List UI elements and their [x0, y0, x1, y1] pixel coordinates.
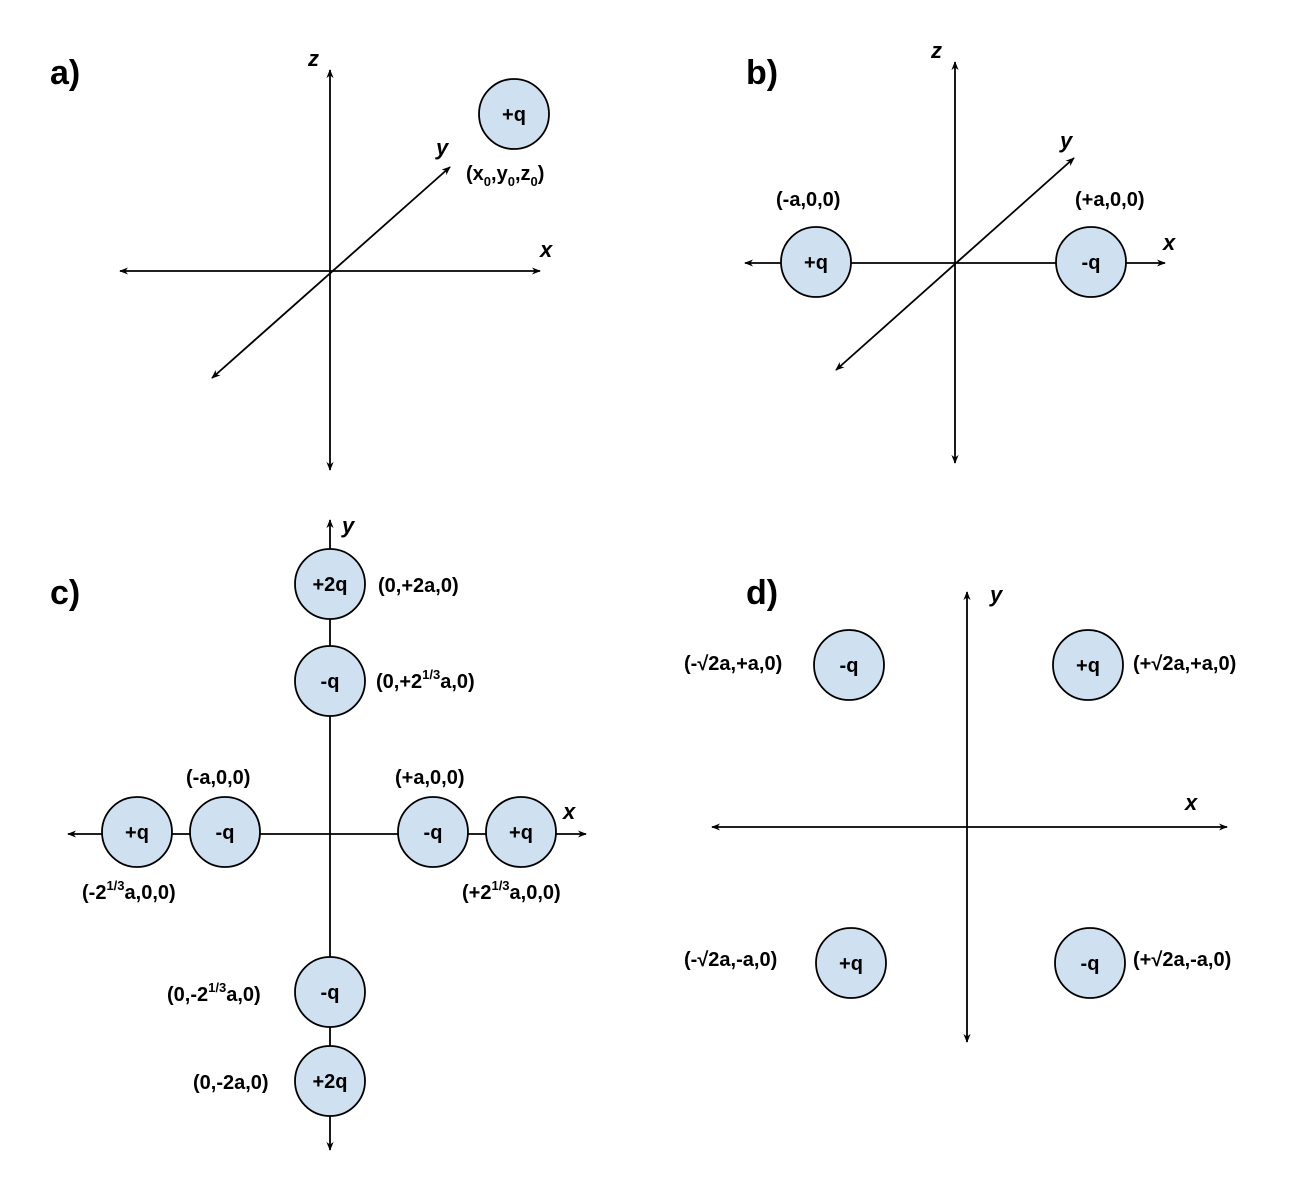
- charge: -q: [189, 796, 261, 868]
- charge: -q: [1055, 226, 1127, 298]
- charge-coordinate: (-21/3a,0,0): [82, 878, 176, 904]
- panel-c-label: c): [50, 574, 80, 612]
- panel-c: c) y x +2q (0,+2a,0) -q (0,+21/3a,0) +q …: [50, 513, 587, 1151]
- charge: +q: [780, 226, 852, 298]
- charge: +q: [101, 796, 173, 868]
- charge-label: +2q: [312, 1071, 347, 1093]
- charge-circle: [813, 629, 885, 701]
- panel-a: a) z y x +q (x0,y0,z0): [50, 46, 553, 471]
- charge-circle: [101, 796, 173, 868]
- charge-circle: [815, 927, 887, 999]
- charge-circle: [294, 1045, 366, 1117]
- charge-circle: [1054, 927, 1126, 999]
- charge-coordinate: (+a,0,0): [395, 767, 464, 789]
- charge-circle: [1055, 226, 1127, 298]
- charge-label: +q: [804, 252, 828, 274]
- charge-label: +q: [502, 104, 526, 126]
- charge-label: -q: [1081, 953, 1100, 975]
- panel-d-label: d): [746, 574, 778, 612]
- charge: +q: [485, 796, 557, 868]
- charge-circle: [478, 78, 550, 150]
- charge-coordinate: (+√2a,+a,0): [1133, 653, 1236, 675]
- charge-coordinate: (0,-2a,0): [193, 1072, 269, 1094]
- charge: +2q: [294, 1045, 366, 1117]
- charge-coordinate: (-a,0,0): [776, 189, 840, 211]
- charge-label: +q: [125, 822, 149, 844]
- z-axis-label: z: [307, 46, 319, 71]
- charge-label: -q: [321, 671, 340, 693]
- charge-coordinate: (+√2a,-a,0): [1133, 949, 1231, 971]
- charge-circle: [294, 548, 366, 620]
- charge: +q: [478, 78, 550, 150]
- panel-b-label: b): [746, 54, 778, 92]
- charge-coordinate: (0,+2a,0): [378, 575, 459, 597]
- charge-circle: [485, 796, 557, 868]
- charge-circle: [780, 226, 852, 298]
- x-axis-label: x: [562, 799, 576, 824]
- charge-label: +q: [509, 822, 533, 844]
- y-axis: [835, 157, 1075, 371]
- charge-coordinate: (-√2a,+a,0): [684, 653, 782, 675]
- z-axis-label: z: [930, 38, 942, 63]
- charge-coordinate: (+21/3a,0,0): [462, 878, 561, 904]
- charge-circle: [294, 645, 366, 717]
- charge: -q: [397, 796, 469, 868]
- charge-coordinate: (+a,0,0): [1075, 189, 1144, 211]
- panel-d: d) y x -q (-√2a,+a,0) +q (+√2a,+a,0) +q …: [684, 574, 1236, 1043]
- charge: -q: [813, 629, 885, 701]
- y-axis-label: y: [1059, 128, 1074, 153]
- charge: -q: [1054, 927, 1126, 999]
- charge-circle: [294, 956, 366, 1028]
- charge-label: +q: [1076, 655, 1100, 677]
- y-axis-label: y: [341, 513, 356, 538]
- x-axis-label: x: [539, 237, 553, 262]
- charge: +2q: [294, 548, 366, 620]
- charge-label: +q: [839, 953, 863, 975]
- charge: +q: [815, 927, 887, 999]
- charge-label: -q: [424, 822, 443, 844]
- charge-label: -q: [321, 982, 340, 1004]
- charge: +q: [1052, 629, 1124, 701]
- charge-coordinate: (0,-21/3a,0): [167, 980, 261, 1006]
- charge-circle: [397, 796, 469, 868]
- charge-coordinate: (-√2a,-a,0): [684, 949, 777, 971]
- x-axis-label: x: [1184, 790, 1198, 815]
- charge-label: +2q: [312, 574, 347, 596]
- charge-label: -q: [216, 822, 235, 844]
- charge: -q: [294, 956, 366, 1028]
- y-axis: [211, 166, 451, 379]
- charge-coordinate: (-a,0,0): [186, 767, 250, 789]
- panel-a-label: a): [50, 54, 80, 92]
- charge-coordinate: (0,+21/3a,0): [376, 667, 475, 693]
- charge: -q: [294, 645, 366, 717]
- x-axis-label: x: [1162, 230, 1176, 255]
- y-axis-label: y: [435, 135, 450, 160]
- charge-coordinate: (x0,y0,z0): [466, 163, 544, 189]
- charge-circle: [1052, 629, 1124, 701]
- charge-label: -q: [840, 655, 859, 677]
- y-axis-label: y: [989, 582, 1004, 607]
- charge-label: -q: [1082, 252, 1101, 274]
- charge-circle: [189, 796, 261, 868]
- panel-b: b) z y x +q (-a,0,0) -q (+a,0,0): [744, 38, 1176, 464]
